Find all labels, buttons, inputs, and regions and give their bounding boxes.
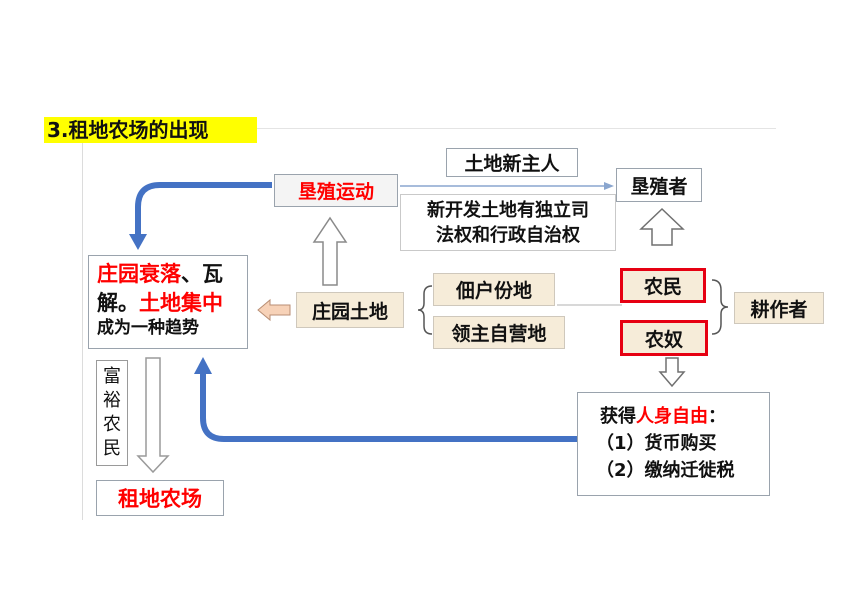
freedom-suffix: ：	[708, 406, 726, 427]
hollow-down-arrow-rich-peasant	[136, 357, 170, 474]
freedom-prefix: 获得	[600, 406, 636, 427]
freedom-item-1: （1）货币购买	[596, 433, 717, 454]
rich-peasant-char-2: 裕	[103, 390, 121, 411]
cultivators-box: 耕作者	[734, 292, 824, 324]
hollow-up-arrow-to-settlers	[639, 207, 685, 246]
settlers-box: 垦殖者	[616, 168, 702, 202]
reclamation-movement-box: 垦殖运动	[274, 174, 398, 207]
blue-arrow-freedom-to-decline	[200, 372, 577, 442]
blue-arrowhead-up	[194, 357, 212, 374]
manor-land-box: 庄园土地	[296, 292, 404, 328]
thin-arrowhead	[604, 182, 614, 190]
decline-red-text-2: 土地集中	[139, 291, 223, 315]
hollow-down-arrow-serfs-to-freedom	[658, 357, 686, 388]
rich-peasant-char-4: 民	[103, 438, 121, 459]
decline-black-text-2: 解。	[97, 291, 139, 315]
blue-arrow-reclamation-to-decline	[135, 182, 272, 236]
new-owner-box: 土地新主人	[446, 148, 578, 177]
serfs-box: 农奴	[620, 320, 708, 356]
top-guide-rule	[256, 128, 776, 129]
brace-manor-land	[417, 285, 433, 335]
tenant-plot-box: 佃户份地	[433, 273, 555, 306]
rich-peasant-char-3: 农	[103, 414, 121, 435]
freedom-red-text: 人身自由	[636, 406, 708, 427]
rich-peasant-box: 富 裕 农 民	[96, 360, 128, 466]
reclamation-movement-label: 垦殖运动	[297, 181, 374, 203]
rich-peasant-char-1: 富	[103, 366, 121, 387]
decline-line-2: 解。土地集中	[97, 289, 239, 318]
leased-farm-box: 租地农场	[96, 480, 224, 516]
freedom-item-2: （2）缴纳迁徙税	[596, 460, 735, 481]
decline-red-text-1: 庄园衰落	[97, 262, 181, 286]
section-title: 3.租地农场的出现	[44, 117, 257, 143]
rights-line-2: 法权和行政自治权	[436, 224, 580, 246]
freedom-heading: 获得人身自由：	[600, 403, 761, 430]
peasants-box: 农民	[620, 268, 706, 303]
rights-line-1: 新开发土地有独立司	[427, 199, 589, 221]
decline-line-3: 成为一种趋势	[97, 318, 199, 338]
blue-arrowhead-down	[129, 234, 147, 250]
decline-line-1: 庄园衰落、瓦	[97, 260, 239, 289]
personal-freedom-box: 获得人身自由： （1）货币购买 （2）缴纳迁徙税	[577, 392, 770, 496]
leased-farm-label: 租地农场	[118, 487, 202, 511]
hollow-up-arrow-manor-to-reclamation	[312, 216, 348, 286]
manor-decline-box: 庄园衰落、瓦 解。土地集中 成为一种趋势	[88, 255, 248, 349]
brace-cultivators	[711, 279, 729, 335]
lord-demesne-box: 领主自营地	[433, 316, 565, 349]
decline-black-text-1: 、瓦	[181, 262, 223, 286]
rights-box: 新开发土地有独立司 法权和行政自治权	[400, 194, 616, 251]
left-arrow-manor-to-decline	[257, 298, 291, 322]
left-guide-rule	[82, 134, 83, 520]
